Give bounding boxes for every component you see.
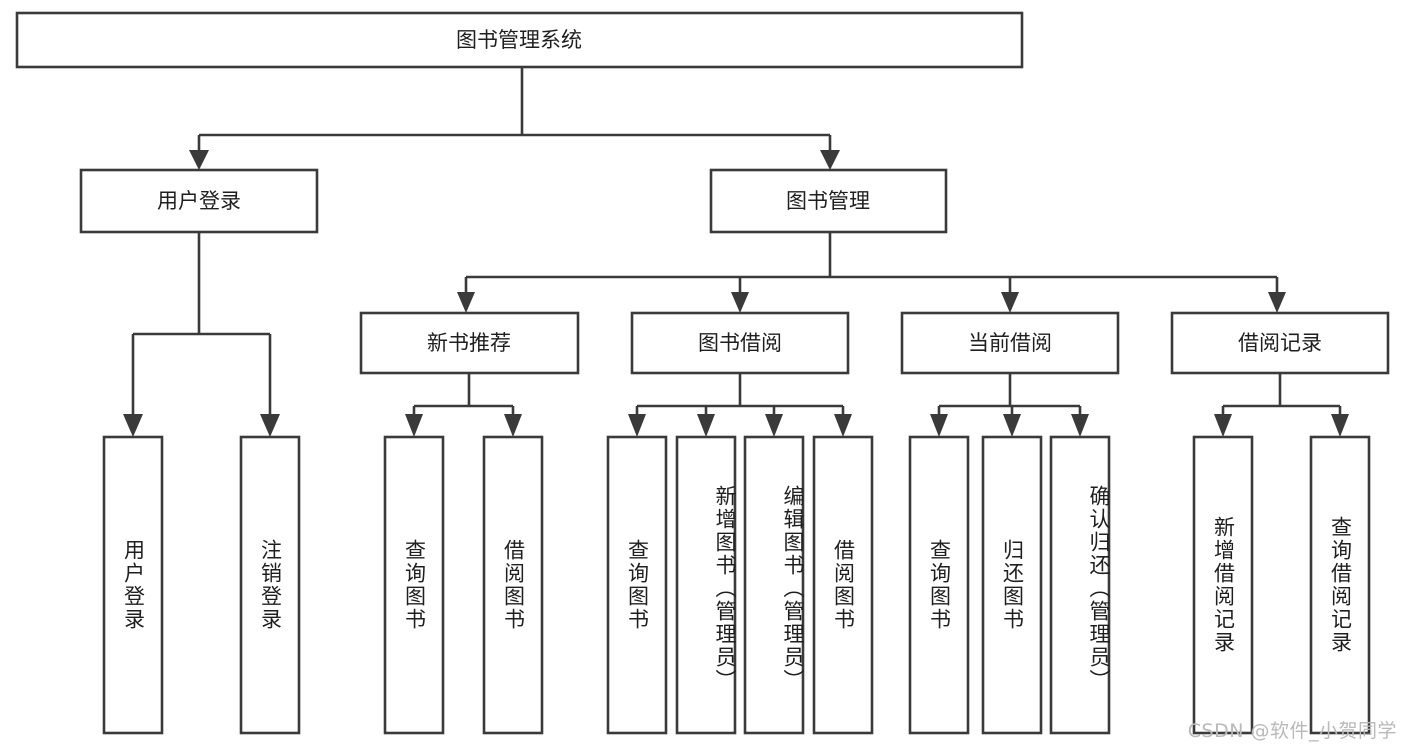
node-user-login-label: 用户登录 <box>157 189 241 213</box>
node-leaf-borrow-book-rec-box[interactable] <box>482 435 544 735</box>
arrowhead-leaf-add-record <box>1214 414 1232 437</box>
node-root-box[interactable] <box>15 11 1024 69</box>
arrowhead-book-borrow <box>731 292 749 313</box>
arrowhead-borrow-record <box>1268 292 1286 313</box>
arrowhead-leaf-add-book <box>697 414 715 437</box>
arrowhead-leaf-borrow-book <box>834 414 852 437</box>
node-leaf-edit-book-box[interactable] <box>743 435 805 735</box>
node-root-label: 图书管理系统 <box>456 28 582 52</box>
node-new-book-recommend[interactable]: 新书推荐 <box>359 311 580 375</box>
node-book-borrow-box[interactable] <box>630 311 850 375</box>
node-leaf-confirm-return-box[interactable] <box>1049 435 1111 735</box>
node-layer: 图书管理系统 用户登录 图书管理 新书推荐 图书借阅 当前 <box>15 11 1390 735</box>
arrowhead-user-login <box>189 150 209 170</box>
node-leaf-query-book-borrow-box[interactable] <box>606 435 668 735</box>
node-new-book-recommend-label: 新书推荐 <box>427 331 511 355</box>
arrowhead-leaf-confirm-return <box>1071 414 1089 437</box>
node-book-borrow-label: 图书借阅 <box>698 331 782 355</box>
node-current-borrow-label: 当前借阅 <box>968 331 1052 355</box>
node-borrow-record[interactable]: 借阅记录 <box>1170 311 1390 375</box>
node-leaf-add-record-box[interactable] <box>1192 435 1254 735</box>
node-leaf-user-logout-box[interactable] <box>239 435 301 735</box>
node-book-manage-box[interactable] <box>709 168 948 234</box>
arrowhead-current-borrow <box>1001 292 1019 313</box>
arrowhead-leaf-query-book-rec <box>405 414 423 437</box>
node-current-borrow[interactable]: 当前借阅 <box>900 311 1120 375</box>
node-leaf-query-book-cur-box[interactable] <box>908 435 970 735</box>
node-book-manage[interactable]: 图书管理 <box>709 168 948 234</box>
node-leaf-user-login-box[interactable] <box>102 435 164 735</box>
arrowhead-leaf-return-book <box>1003 414 1021 437</box>
node-borrow-record-box[interactable] <box>1170 311 1390 375</box>
arrowhead-book-manage <box>820 150 840 170</box>
node-user-login[interactable]: 用户登录 <box>79 168 319 234</box>
node-current-borrow-box[interactable] <box>900 311 1120 375</box>
node-user-login-box[interactable] <box>79 168 319 234</box>
node-new-book-recommend-box[interactable] <box>359 311 580 375</box>
arrowhead-new-book-recommend <box>457 292 475 313</box>
connector-layer <box>123 67 1349 437</box>
node-root[interactable]: 图书管理系统 <box>15 11 1024 69</box>
arrowhead-leaf-borrow-book-rec <box>504 414 522 437</box>
node-book-manage-label: 图书管理 <box>786 189 870 213</box>
node-leaf-query-record-box[interactable] <box>1309 435 1371 735</box>
arrowhead-leaf-query-book-cur <box>930 414 948 437</box>
arrowhead-leaf-user-logout <box>260 414 280 437</box>
node-book-borrow[interactable]: 图书借阅 <box>630 311 850 375</box>
arrowhead-leaf-query-book-borrow <box>628 414 646 437</box>
node-leaf-borrow-book-box[interactable] <box>812 435 874 735</box>
watermark-text: CSDN @软件_小贺同学 <box>1187 720 1397 742</box>
arrowhead-leaf-user-login <box>123 414 143 437</box>
node-leaf-add-book-box[interactable] <box>675 435 737 735</box>
arrowhead-leaf-query-record <box>1331 414 1349 437</box>
arrowhead-leaf-edit-book <box>765 414 783 437</box>
node-leaf-query-book-rec-box[interactable] <box>383 435 445 735</box>
node-leaf-return-book-box[interactable] <box>981 435 1043 735</box>
node-borrow-record-label: 借阅记录 <box>1238 331 1322 355</box>
